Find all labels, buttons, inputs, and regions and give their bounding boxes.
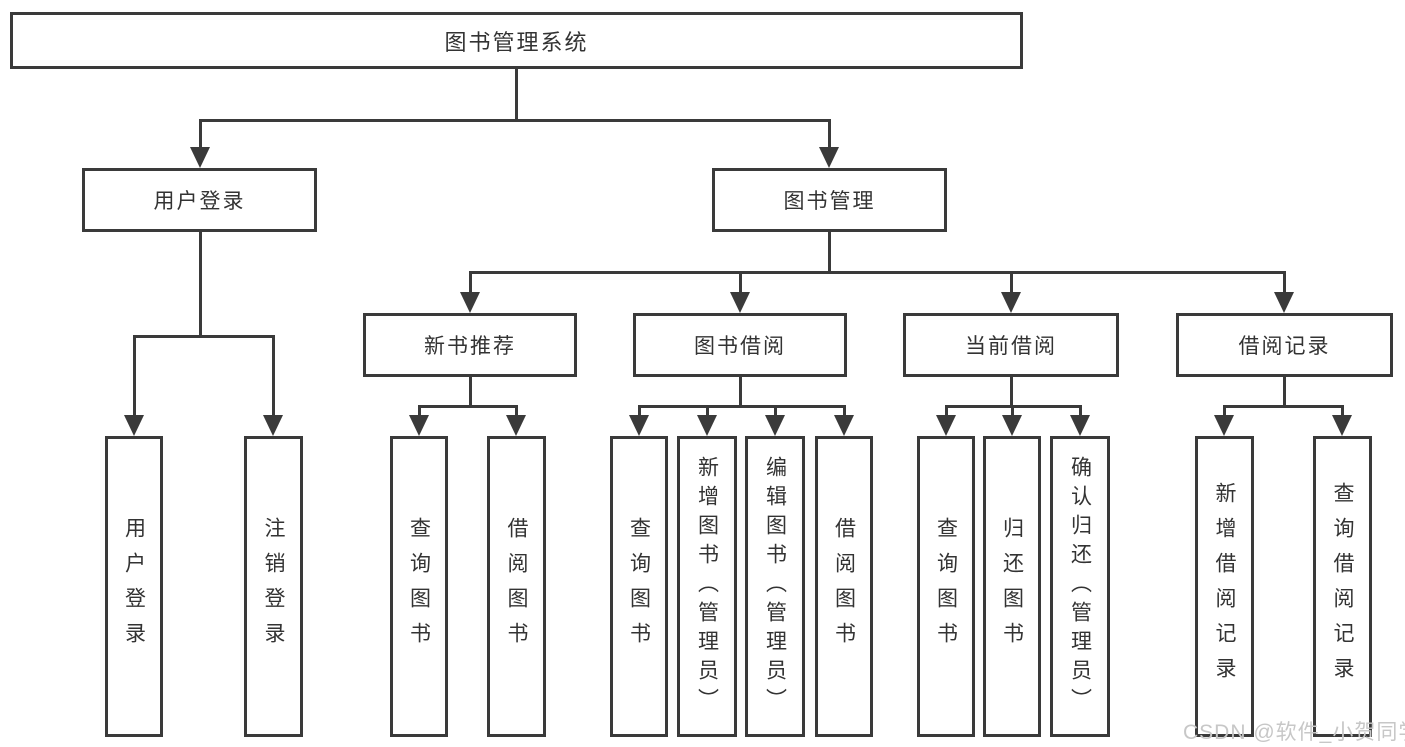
connector-line xyxy=(843,405,846,417)
connector-line xyxy=(515,69,518,120)
node-new-book-recommend: 新书推荐 xyxy=(363,313,577,377)
leaf-query-books-recommend: 查询图书 xyxy=(390,436,448,737)
arrow-down xyxy=(124,415,144,436)
arrow-down xyxy=(1332,415,1352,436)
arrow-down xyxy=(697,415,717,436)
arrow-down xyxy=(1002,415,1022,436)
connector-line xyxy=(469,271,1286,274)
connector-line xyxy=(638,405,846,408)
node-current-borrow: 当前借阅 xyxy=(903,313,1119,377)
connector-line xyxy=(1223,405,1344,408)
connector-line xyxy=(1283,271,1286,295)
connector-line xyxy=(1341,405,1344,417)
arrow-down xyxy=(819,147,839,168)
connector-line xyxy=(1283,377,1286,408)
arrow-down xyxy=(834,415,854,436)
arrow-down xyxy=(936,415,956,436)
leaf-user-login: 用户登录 xyxy=(105,436,163,737)
connector-line xyxy=(272,335,275,417)
arrow-down xyxy=(460,292,480,313)
arrow-down xyxy=(1274,292,1294,313)
node-user-login: 用户登录 xyxy=(82,168,317,232)
connector-line xyxy=(515,405,518,417)
connector-line xyxy=(1223,405,1226,417)
connector-line xyxy=(469,271,472,295)
leaf-add-books-admin: 新增图书（管理员） xyxy=(677,436,737,737)
leaf-return-books: 归还图书 xyxy=(983,436,1041,737)
arrow-down xyxy=(730,292,750,313)
arrow-down xyxy=(1070,415,1090,436)
connector-line xyxy=(828,119,831,150)
connector-line xyxy=(133,335,136,417)
node-library-management-system: 图书管理系统 xyxy=(10,12,1023,69)
connector-line xyxy=(706,405,709,417)
arrow-down xyxy=(765,415,785,436)
connector-line xyxy=(199,232,202,338)
connector-line xyxy=(133,335,275,338)
leaf-logout: 注销登录 xyxy=(244,436,303,737)
leaf-add-borrow-record: 新增借阅记录 xyxy=(1195,436,1254,737)
connector-line xyxy=(638,405,641,417)
arrow-down xyxy=(506,415,526,436)
arrow-down xyxy=(263,415,283,436)
connector-line xyxy=(774,405,777,417)
node-book-management: 图书管理 xyxy=(712,168,947,232)
connector-line xyxy=(828,232,831,274)
csdn-watermark: CSDN @软件_小贺同学 xyxy=(1183,721,1405,744)
leaf-borrow-books-recommend: 借阅图书 xyxy=(487,436,546,737)
connector-line xyxy=(199,119,202,150)
connector-line xyxy=(469,377,472,408)
arrow-down xyxy=(409,415,429,436)
connector-line xyxy=(945,405,948,417)
connector-line xyxy=(1010,377,1013,408)
node-book-borrow: 图书借阅 xyxy=(633,313,847,377)
connector-line xyxy=(739,377,742,408)
leaf-confirm-return-admin: 确认归还（管理员） xyxy=(1050,436,1110,737)
arrow-down xyxy=(1001,292,1021,313)
connector-line xyxy=(1011,405,1014,417)
leaf-borrow-books: 借阅图书 xyxy=(815,436,873,737)
arrow-down xyxy=(629,415,649,436)
arrow-down xyxy=(1214,415,1234,436)
connector-line xyxy=(418,405,518,408)
connector-line xyxy=(739,271,742,295)
leaf-edit-books-admin: 编辑图书（管理员） xyxy=(745,436,805,737)
leaf-query-books-borrow: 查询图书 xyxy=(610,436,668,737)
leaf-query-books-current: 查询图书 xyxy=(917,436,975,737)
node-borrow-records: 借阅记录 xyxy=(1176,313,1393,377)
connector-line xyxy=(1079,405,1082,417)
connector-line xyxy=(1010,271,1013,295)
connector-line xyxy=(418,405,421,417)
connector-line xyxy=(199,119,831,122)
leaf-query-borrow-record: 查询借阅记录 xyxy=(1313,436,1372,737)
arrow-down xyxy=(190,147,210,168)
